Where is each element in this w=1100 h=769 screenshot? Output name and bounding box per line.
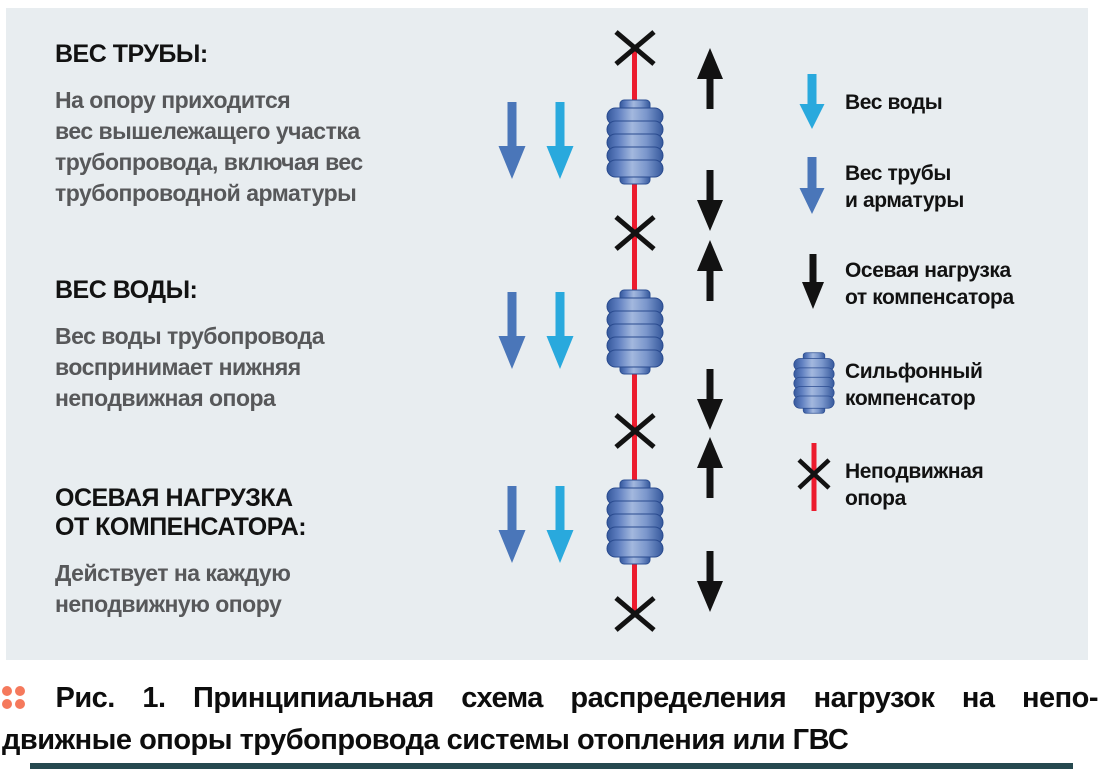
- bottom-accent-bar: [30, 763, 1073, 769]
- section-pipe-weight-heading: ВЕС ТРУБЫ:: [55, 40, 208, 68]
- section-axial-load-body: Действует на каждую неподвижную опору: [55, 560, 291, 617]
- legend-water-weight-arrow-icon: [799, 74, 825, 129]
- legend-fixed-support-icon: [797, 443, 831, 511]
- section-water-weight-heading: ВЕС ВОДЫ:: [55, 276, 198, 304]
- diagram-panel: [6, 8, 1088, 660]
- legend-label-pipe-weight: Вес трубы и арматуры: [845, 162, 964, 212]
- axial-load-up-arrow-icon: [697, 437, 723, 498]
- axial-load-down-arrow-icon: [697, 551, 723, 612]
- pipe-weight-arrow-icon: [498, 292, 526, 369]
- legend-label-axial-load: Осевая нагрузка от компенсатора: [845, 259, 1014, 309]
- legend-axial-load-arrow-icon: [802, 254, 824, 309]
- legend-label-bellows-compensator: Сильфонный компенсатор: [845, 360, 983, 410]
- axial-load-down-arrow-icon: [697, 170, 723, 231]
- section-pipe-weight: ВЕС ТРУБЫ: На опору приходится вес вышел…: [55, 40, 455, 209]
- fixed-support-icon: [614, 413, 656, 449]
- fixed-support-icon: [614, 215, 656, 251]
- section-pipe-weight-body: На опору приходится вес вышележащего уча…: [55, 87, 363, 206]
- bellows-compensator-icon: [606, 99, 664, 185]
- fixed-support-icon: [614, 30, 656, 66]
- figure-label: Рис. 1.: [55, 682, 166, 714]
- pipe-weight-arrow-icon: [498, 486, 526, 563]
- figure-caption-line2: движные опоры трубопровода системы отопл…: [2, 724, 849, 756]
- fixed-support-icon: [614, 596, 656, 632]
- section-water-weight-body: Вес воды трубопровода воспринимает нижня…: [55, 323, 325, 411]
- bellows-compensator-icon: [606, 289, 664, 375]
- caption-marker-dots-icon: [2, 686, 28, 709]
- section-water-weight: ВЕС ВОДЫ: Вес воды трубопровода восприни…: [55, 276, 455, 414]
- section-axial-load-heading: ОСЕВАЯ НАГРУЗКА ОТ КОМПЕНСАТОРА:: [55, 484, 307, 541]
- axial-load-up-arrow-icon: [697, 240, 723, 301]
- section-axial-load: ОСЕВАЯ НАГРУЗКА ОТ КОМПЕНСАТОРА: Действу…: [55, 484, 455, 620]
- caption-text-line1: Принципиальная схема распределения нагру…: [192, 682, 1099, 714]
- water-weight-arrow-icon: [546, 486, 574, 563]
- bellows-compensator-icon: [606, 479, 664, 565]
- axial-load-up-arrow-icon: [697, 48, 723, 109]
- water-weight-arrow-icon: [546, 102, 574, 179]
- legend-bellows-compensator-icon: [793, 352, 835, 414]
- legend-label-water-weight: Вес воды: [845, 91, 943, 114]
- legend-pipe-weight-arrow-icon: [799, 157, 825, 214]
- figure-caption-line1: Рис. 1. Принципиальная схема распределен…: [2, 680, 1099, 716]
- pipe-weight-arrow-icon: [498, 102, 526, 179]
- axial-load-down-arrow-icon: [697, 369, 723, 430]
- water-weight-arrow-icon: [546, 292, 574, 369]
- legend-label-fixed-support: Неподвижная опора: [845, 460, 984, 510]
